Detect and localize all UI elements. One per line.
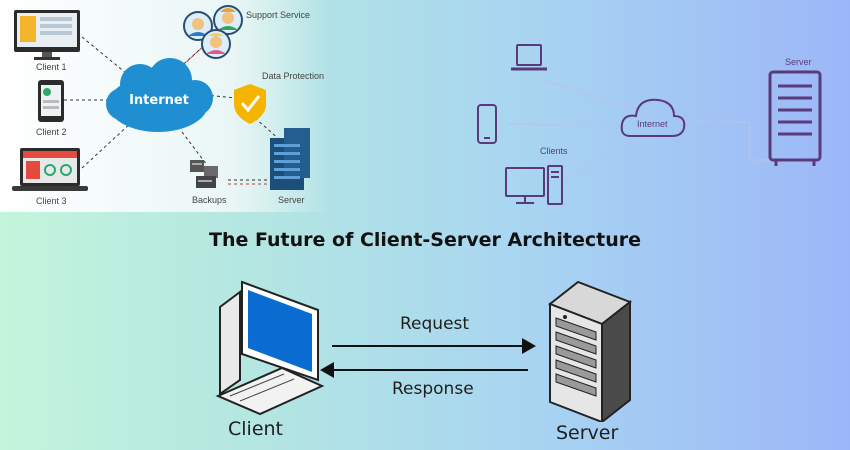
client1-label: Client 1 (36, 62, 67, 72)
support-service-label: Support Service (246, 10, 311, 20)
server-label: Server (556, 422, 619, 444)
client2-label: Client 2 (36, 127, 67, 137)
client3-laptop-icon (12, 148, 88, 191)
request-label: Request (400, 314, 470, 334)
backups-icon (190, 160, 218, 188)
right-desktop-icon (505, 165, 563, 205)
support-team-icon (183, 5, 243, 59)
client1-monitor-icon (14, 10, 80, 60)
internet-cloud-icon (106, 58, 213, 132)
response-label: Response (392, 379, 474, 399)
server-rack-icon (270, 128, 310, 190)
response-arrow (320, 362, 528, 378)
right-internet-label: Internet (637, 119, 668, 129)
page-title: The Future of Client-Server Architecture (209, 229, 641, 251)
backups-label: Backups (192, 195, 227, 205)
right-server-icon (768, 70, 822, 166)
request-arrow (332, 338, 536, 354)
right-clients-label: Clients (540, 146, 568, 156)
left-network-diagram (12, 5, 310, 191)
right-phone-icon (477, 104, 497, 144)
right-cloud-icon (620, 98, 686, 137)
data-protection-label: Data Protection (262, 71, 325, 81)
client2-phone-icon (38, 80, 64, 122)
client3-label: Client 3 (36, 196, 67, 206)
internet-label: Internet (129, 93, 189, 108)
right-server-label: Server (785, 57, 812, 67)
server-tower-icon (547, 280, 633, 422)
left-server-label: Server (278, 195, 305, 205)
right-laptop-icon (511, 44, 547, 71)
shield-icon (234, 84, 266, 124)
client-server-diagram (215, 280, 633, 422)
client-label: Client (228, 418, 284, 440)
client-computer-icon (215, 280, 325, 416)
right-network-diagram (477, 44, 822, 205)
